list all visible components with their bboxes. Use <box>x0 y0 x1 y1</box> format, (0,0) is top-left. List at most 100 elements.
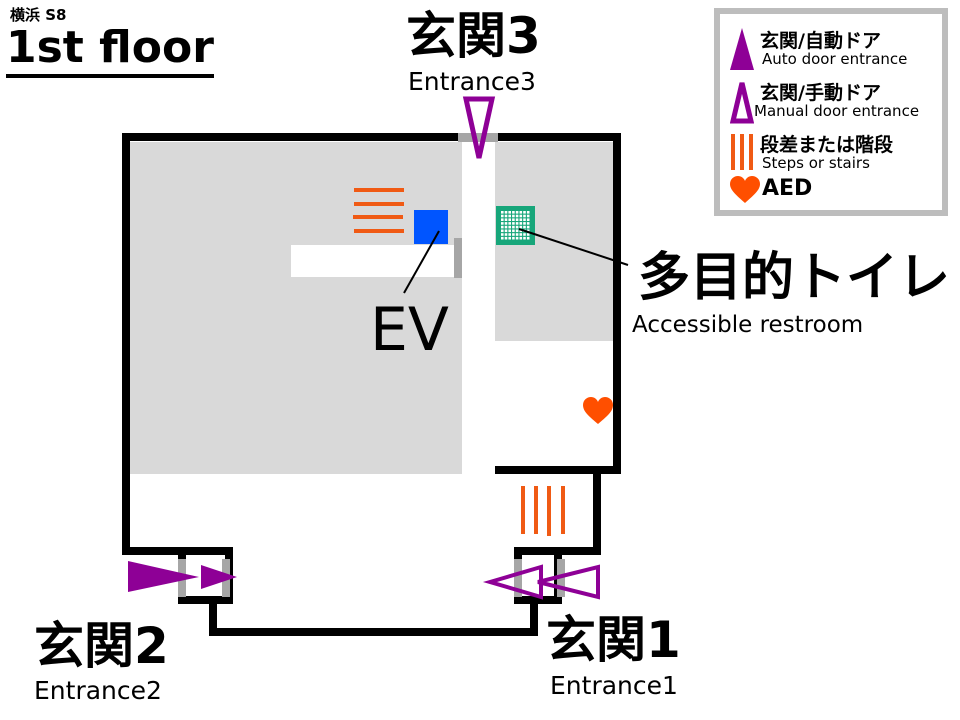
restroom-grid-cell <box>504 214 508 218</box>
elevator-icon[interactable] <box>414 210 448 244</box>
restroom-grid-cell <box>508 211 511 214</box>
restroom-grid-cell <box>526 229 530 233</box>
restroom-grid-cell <box>504 225 508 229</box>
restroom-grid-cell <box>523 236 526 240</box>
entrance2-label-jp: 玄関2 <box>34 617 169 675</box>
restroom-grid-cell <box>523 214 526 218</box>
restroom-grid-cell <box>515 214 519 218</box>
restroom-grid-cell <box>526 233 530 236</box>
restroom-grid-cell <box>515 225 519 229</box>
entrance3-label-en: Entrance3 <box>408 67 536 96</box>
heart-icon <box>730 176 760 203</box>
entrance3-label-jp: 玄関3 <box>406 7 541 65</box>
restroom-grid-cell <box>519 225 523 229</box>
door-entrance1-inner <box>514 559 522 597</box>
restroom-grid-cell <box>512 225 515 229</box>
restroom-grid-cell <box>504 236 508 240</box>
floor-title: 1st floor <box>6 22 214 78</box>
legend-label: AED <box>762 176 813 201</box>
restroom-grid-cell <box>515 218 519 221</box>
restroom-grid-cell <box>526 225 530 229</box>
restroom-grid-cell <box>504 233 508 236</box>
restroom-grid-cell <box>508 233 511 236</box>
manual-door-icon <box>730 82 754 124</box>
restroom-grid-cell <box>523 222 526 225</box>
manual-door-icon <box>462 96 496 159</box>
restroom-grid-cell <box>526 236 530 240</box>
restroom-grid-cell <box>512 233 515 236</box>
restroom-grid-cell <box>526 211 530 214</box>
restroom-grid-cell <box>523 211 526 214</box>
restroom-grid-cell <box>519 214 523 218</box>
restroom-grid-cell <box>515 233 519 236</box>
restroom-grid-cell <box>508 225 511 229</box>
legend-label-en: Steps or stairs <box>762 154 870 172</box>
stairs-icon <box>521 486 565 536</box>
auto-door-icon <box>128 561 199 592</box>
restroom-grid-cell <box>501 236 504 240</box>
restroom-grid-cell <box>504 211 508 214</box>
legend-label-jp: 玄関/手動ドア <box>760 82 881 104</box>
legend-label-jp: 段差または階段 <box>760 134 894 156</box>
restroom-grid-cell <box>508 236 511 240</box>
restroom-grid-cell <box>508 214 511 218</box>
restroom-grid-cell <box>512 218 515 221</box>
restroom-grid-cell <box>519 218 523 221</box>
restroom-grid-cell <box>519 211 523 214</box>
restroom-grid-cell <box>523 233 526 236</box>
restroom-grid-cell <box>501 229 504 233</box>
floor-area-main <box>130 142 462 474</box>
heart-icon[interactable] <box>583 397 613 424</box>
restroom-grid-cell <box>515 236 519 240</box>
restroom-grid-cell <box>504 229 508 233</box>
entrance2-label-en: Entrance2 <box>34 676 162 705</box>
restroom-grid-cell <box>512 214 515 218</box>
restroom-grid-cell <box>508 229 511 233</box>
restroom-grid-cell <box>501 218 504 221</box>
restroom-grid-cell <box>508 222 511 225</box>
stairs-icon <box>731 134 753 170</box>
restroom-grid-cell <box>501 225 504 229</box>
restroom-label-jp: 多目的トイレ <box>638 248 951 308</box>
restroom-grid-cell <box>501 211 504 214</box>
restroom-grid-cell <box>523 218 526 221</box>
legend-label-en: Manual door entrance <box>754 102 920 120</box>
restroom-grid-cell <box>504 222 508 225</box>
station-name: 横浜 S8 <box>10 6 67 24</box>
restroom-grid-cell <box>526 214 530 218</box>
legend-label-en: Auto door entrance <box>762 50 908 68</box>
restroom-grid-cell <box>501 222 504 225</box>
restroom-leader-line <box>518 228 629 266</box>
restroom-grid-cell <box>519 222 523 225</box>
door-entrance3 <box>458 133 498 142</box>
restroom-grid-cell <box>515 222 519 225</box>
auto-door-icon <box>201 565 237 589</box>
restroom-grid-cell <box>526 218 530 221</box>
auto-door-icon <box>730 28 754 70</box>
restroom-grid-cell <box>501 214 504 218</box>
restroom-grid-cell <box>523 225 526 229</box>
restroom-grid-cell <box>504 218 508 221</box>
restroom-grid-cell <box>512 211 515 214</box>
restroom-grid-cell <box>515 229 519 233</box>
manual-door-icon <box>537 564 600 600</box>
restroom-grid-cell <box>519 229 523 233</box>
restroom-grid-cell <box>512 229 515 233</box>
restroom-grid-cell <box>512 222 515 225</box>
partition-wall <box>454 238 462 278</box>
restroom-grid-cell <box>519 236 523 240</box>
restroom-grid-cell <box>515 211 519 214</box>
elevator-leader-line <box>403 230 440 294</box>
restroom-grid-cell <box>508 218 511 221</box>
map-legend: 玄関/自動ドア Auto door entrance 玄関/手動ドア Manua… <box>714 8 948 216</box>
elevator-label: EV <box>370 295 449 365</box>
corridor <box>291 245 455 277</box>
restroom-grid-cell <box>512 236 515 240</box>
restroom-grid-cell <box>526 222 530 225</box>
stairs-icon <box>353 188 404 233</box>
restroom-grid-cell <box>519 233 523 236</box>
restroom-label-en: Accessible restroom <box>632 312 864 338</box>
accessible-restroom-icon[interactable] <box>496 206 535 245</box>
entrance1-label-en: Entrance1 <box>550 671 678 700</box>
